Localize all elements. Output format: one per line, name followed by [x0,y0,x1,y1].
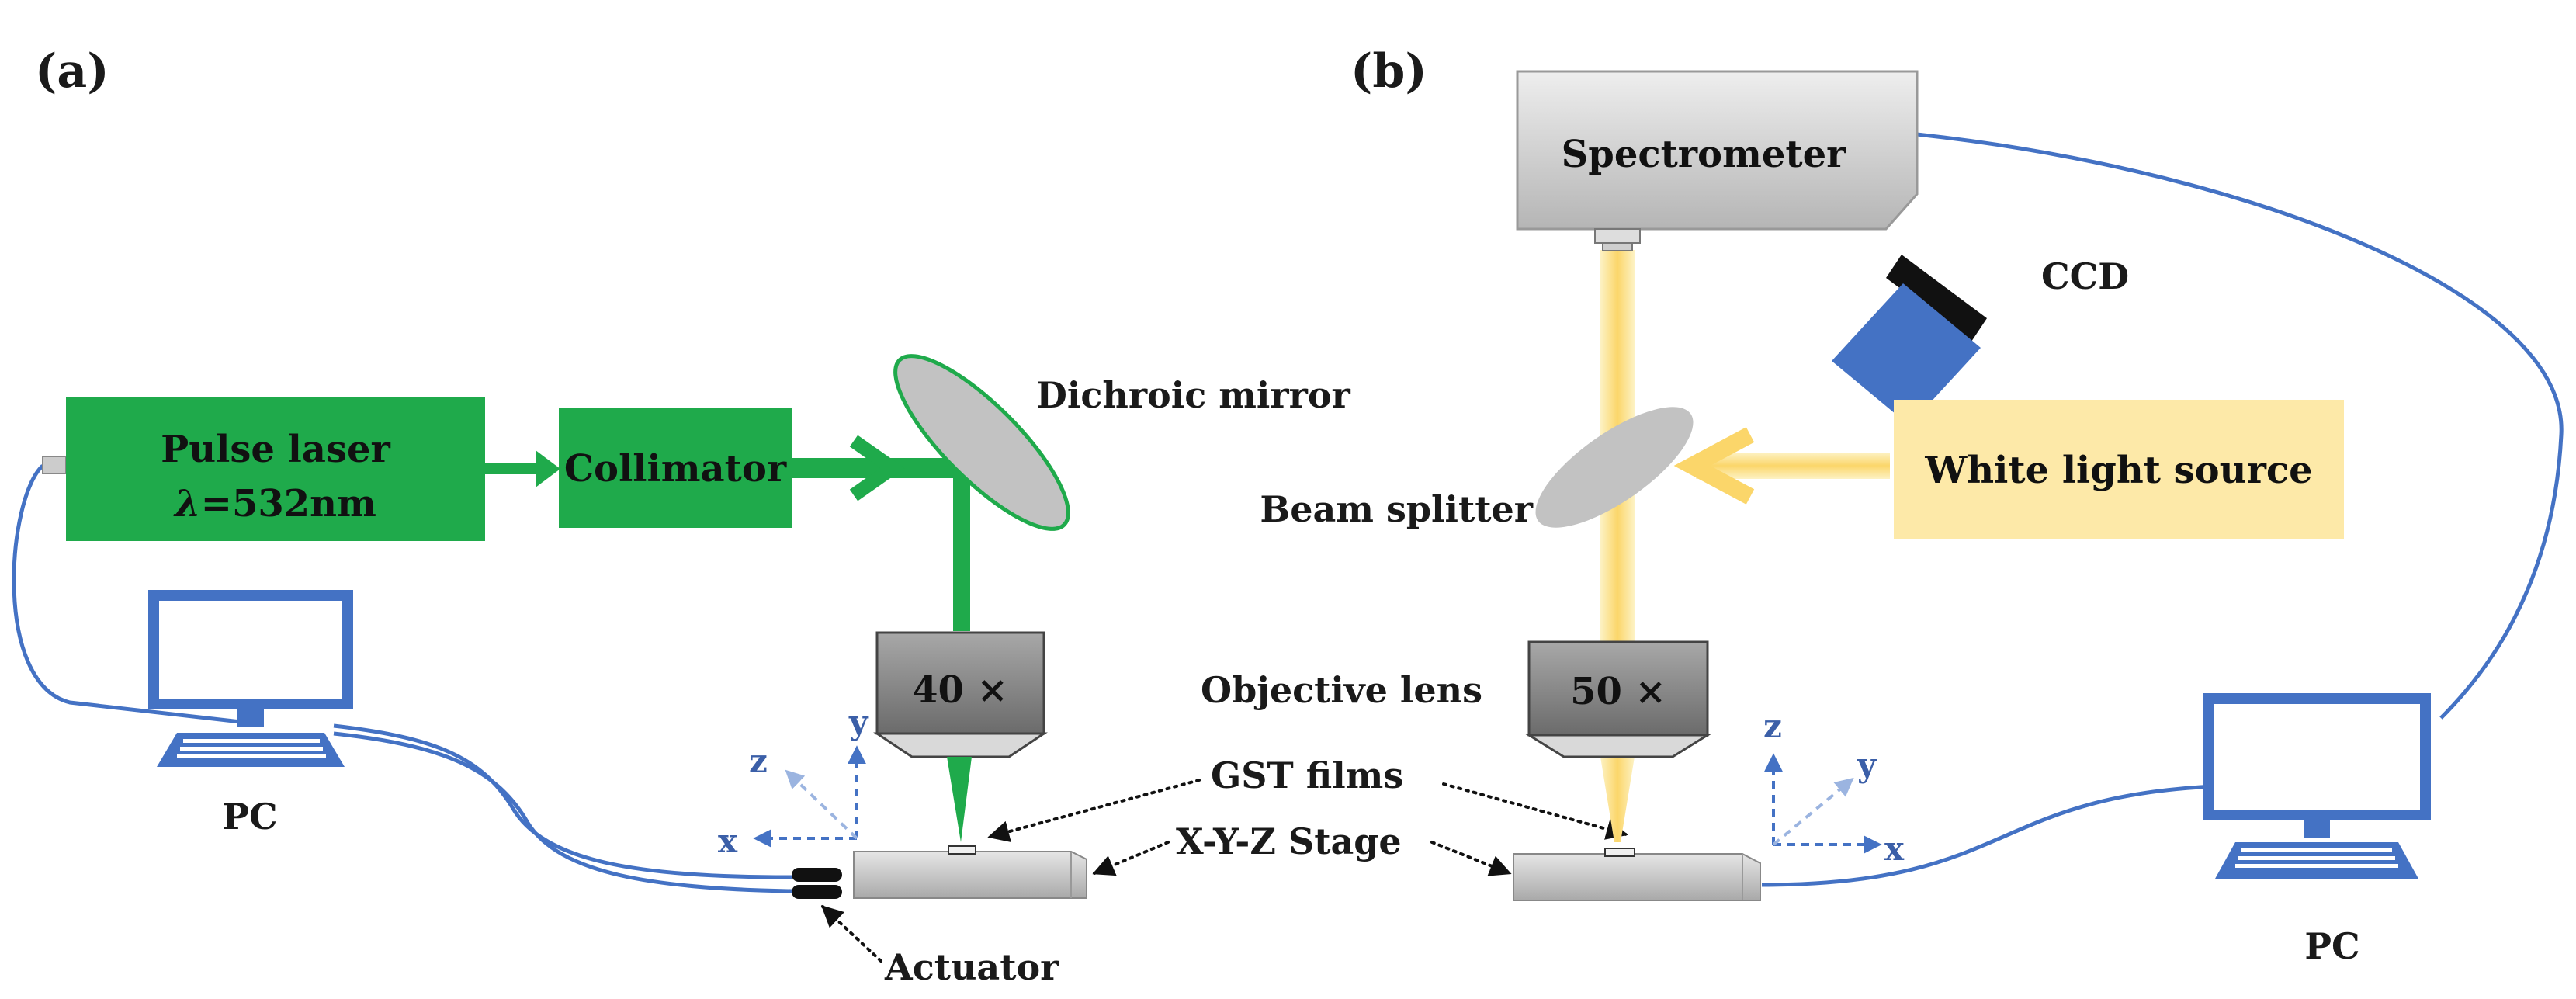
stage-label: X-Y-Z Stage [1176,820,1402,862]
axis-b-x-label: x [1884,830,1905,868]
cable-laser-pc [12,464,241,724]
lambda-symbol: λ [173,482,201,526]
spectrometer-box: Spectrometer [1516,70,1919,251]
collimator-to-mirror-beam [792,435,959,501]
axis-a-y-label: y [848,703,869,741]
gst-film-a [948,845,976,855]
stage-b [1513,848,1761,901]
white-light-beam [1673,427,1890,505]
stage-pointer-a [1092,841,1170,876]
axis-a-z-label: z [749,742,768,780]
collimator-label: Collimator [564,447,787,491]
wavelength-value: =532nm [201,482,376,526]
axis-b-y [1772,777,1854,846]
laser-to-collimator-beam [485,450,560,487]
dichroic-mirror-label: Dichroic mirror [1036,374,1351,416]
cable-stage-pc [1761,783,2236,887]
cable-pc-actuator [333,723,792,893]
stage-a [853,845,1087,899]
panel-b-tag: (b) [1350,44,1427,99]
axis-a-z [785,769,858,840]
stage-pointer-b [1430,841,1512,876]
green-beam-vertical [953,468,970,631]
pc-a-label: PC [222,796,277,838]
yellow-focus-cone [1600,757,1635,842]
objective-50x-label: 50 × [1570,670,1666,713]
panel-a-tag: (a) [35,44,109,99]
axis-b-z-label: z [1763,707,1782,745]
objective-50x: 50 × [1524,640,1712,758]
objective-40x: 40 × [873,631,1048,758]
pc-b-label: PC [2304,925,2359,967]
axis-a-x-label: x [718,822,738,860]
actuator-label: Actuator [884,946,1059,988]
beam-splitter [1535,407,1694,528]
beam-splitter-label: Beam splitter [1260,488,1533,530]
gst-film-b [1604,848,1635,857]
pulse-laser-wavelength: λ=532nm [173,482,376,526]
dichroic-mirror [893,354,1070,531]
actuator [792,868,842,899]
spectrometer-label: Spectrometer [1562,133,1847,176]
gst-films-label: GST films [1211,754,1403,796]
white-light-source-box: White light source [1894,400,2344,539]
axes-b: z x y [1763,707,1905,868]
pc-b-icon [2203,693,2431,879]
white-light-label: White light source [1924,449,2312,492]
objective-40x-label: 40 × [912,668,1008,712]
green-focus-cone [947,757,972,842]
cable-spectrometer-pc [1916,132,2564,720]
pc-a-icon [148,590,353,767]
gst-pointer-b [1442,782,1628,840]
ccd-label: CCD [2041,255,2129,297]
actuator-pointer [820,905,882,963]
axis-b-y-label: y [1857,746,1877,784]
objective-lens-label: Objective lens [1201,669,1482,711]
ccd-icon [1832,255,1987,425]
gst-pointer-a [987,779,1201,842]
axes-a: y x z [718,703,869,860]
pulse-laser-label: Pulse laser [161,428,390,471]
pulse-laser-box: Pulse laser λ=532nm [42,397,485,541]
collimator-box: Collimator [559,408,792,528]
